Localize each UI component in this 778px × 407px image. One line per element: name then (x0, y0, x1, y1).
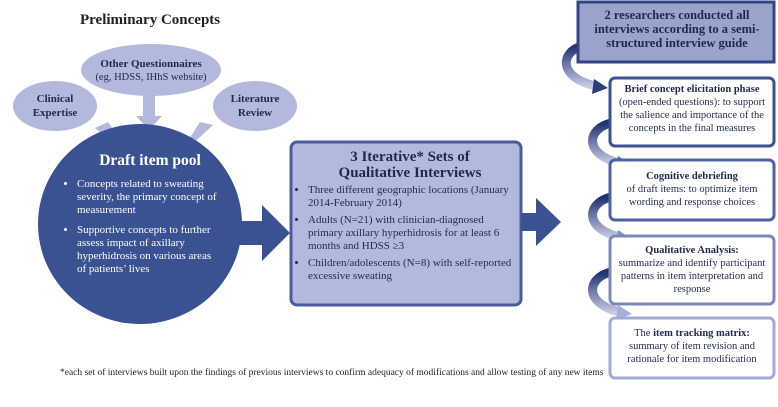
clinical-line-1: Clinical (36, 93, 74, 105)
literature-review-label: Literature Review (217, 93, 293, 120)
questionnaires-label: Other Questionnaires (eg, HDSS, IHhS web… (84, 58, 218, 84)
analysis-box (608, 234, 776, 306)
literature-line-1: Literature (230, 93, 280, 105)
elicitation-box (608, 76, 776, 148)
elicitation-text: Brief concept elicitation phase (open-en… (616, 83, 768, 135)
page-title: Preliminary Concepts (80, 12, 221, 28)
analysis-heading: Qualitative Analysis: (645, 245, 739, 256)
clinical-expertise-bubble (13, 81, 97, 131)
debriefing-heading: Cognitive debriefing (646, 171, 738, 182)
curved-connectors (561, 41, 622, 317)
interviews-item: Adults (N=21) with clinician-diagnosed p… (308, 214, 514, 253)
questionnaires-line-1: Other Questionnaires (100, 58, 202, 70)
interviews-title: 3 Iterative* Sets of Qualitative Intervi… (300, 149, 520, 181)
debriefing-text: Cognitive debriefing of draft items: to … (616, 170, 768, 209)
interviews-title-line-1: 3 Iterative* Sets of (350, 149, 470, 165)
questionnaires-bubble (81, 44, 221, 96)
interviews-item: Three different geographic locations (Ja… (308, 184, 514, 210)
debriefing-box (608, 158, 776, 222)
pool-item: Concepts related to sweating severity, t… (77, 178, 223, 217)
questionnaires-line-2: (eg, HDSS, IHhS website) (95, 71, 207, 83)
tracking-body: summary of item revision and rationale f… (627, 341, 757, 365)
pool-title: Draft item pool (99, 152, 201, 169)
tracking-box (608, 316, 776, 380)
footnote: *each set of interviews built upon the f… (60, 368, 604, 378)
interviews-list: Three different geographic locations (Ja… (296, 184, 514, 287)
pool-list: Concepts related to sweating severity, t… (63, 178, 223, 283)
analysis-text: Qualitative Analysis: summarize and iden… (616, 244, 768, 296)
tracking-prefix: The (634, 328, 654, 339)
clinical-line-2: Expertise (32, 106, 78, 119)
researchers-box (576, 0, 776, 64)
debriefing-body: of draft items: to optimize item wording… (626, 184, 758, 208)
interviews-title-line-2: Qualitative Interviews (338, 165, 482, 181)
elicitation-body: (open-ended questions): to support the s… (618, 97, 766, 134)
pool-item: Supportive concepts to further assess im… (77, 224, 223, 276)
elicitation-heading: Brief concept elicitation phase (624, 84, 760, 95)
tracking-text: The item tracking matrix: summary of ite… (616, 327, 768, 366)
analysis-body: summarize and identify participant patte… (618, 258, 766, 295)
interviews-item: Children/adolescents (N=8) with self-rep… (308, 257, 514, 283)
pool-to-interviews-arrow (232, 205, 290, 261)
draft-item-pool-ellipse (38, 124, 242, 324)
clinical-expertise-label: Clinical Expertise (17, 93, 93, 120)
literature-line-2: Review (237, 106, 273, 119)
tracking-heading: item tracking matrix: (653, 328, 750, 339)
literature-review-bubble (213, 81, 297, 131)
interviews-to-steps-arrow (521, 198, 561, 246)
researchers-text: 2 researchers conducted all interviews a… (594, 8, 760, 50)
